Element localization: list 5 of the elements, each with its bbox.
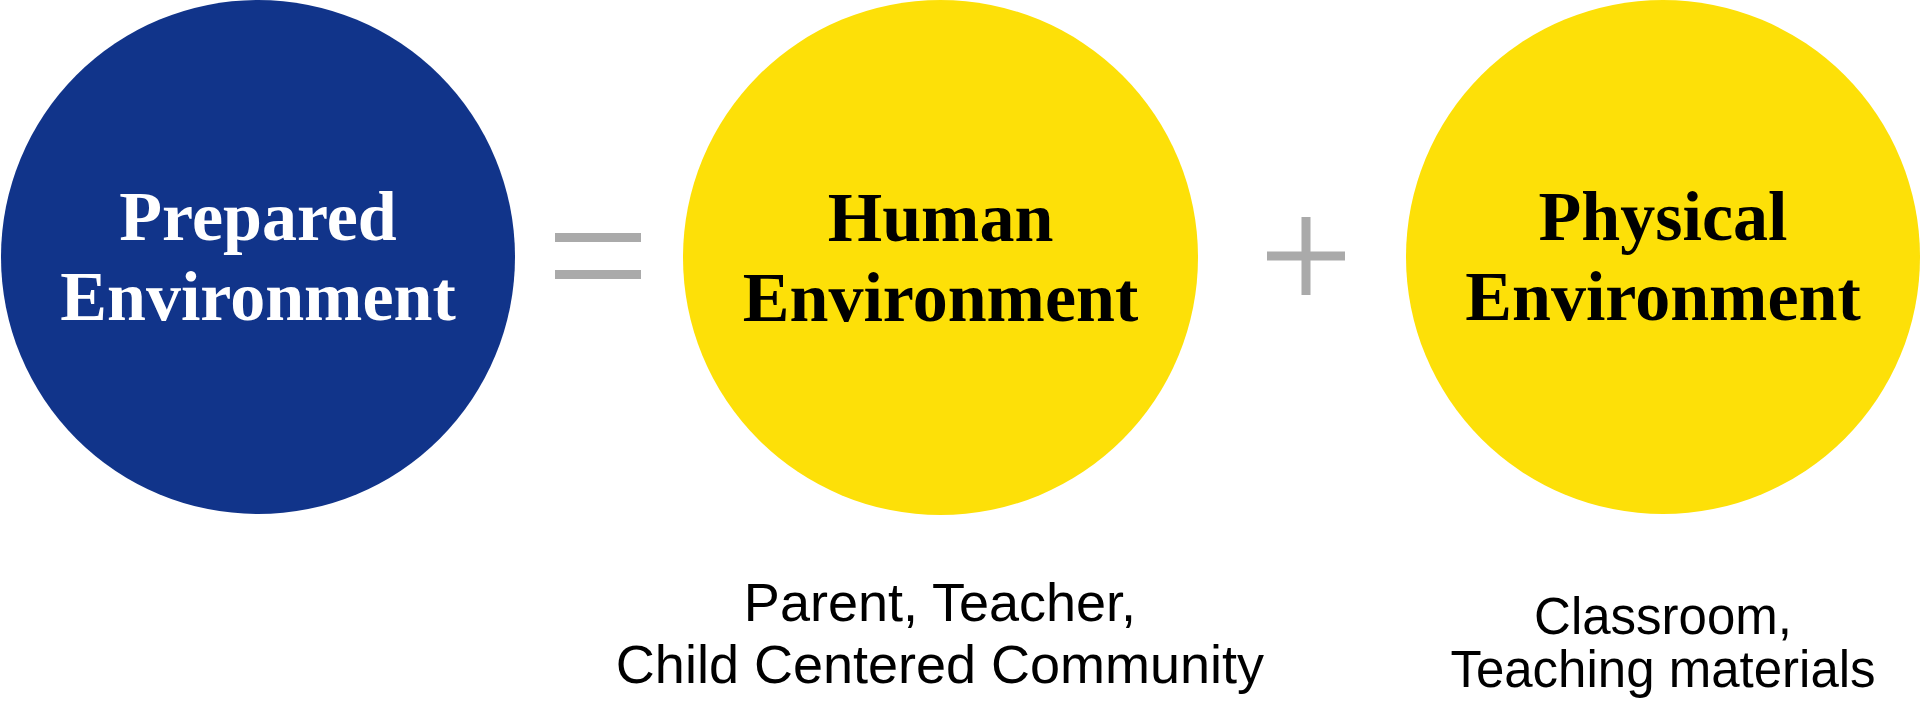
circle-heading: Prepared Environment	[59, 177, 457, 337]
caption-text: Parent, Teacher, Child Centered Community	[614, 571, 1266, 695]
caption-text: Classroom, Teaching materials	[1449, 590, 1877, 696]
circle-heading: Human Environment	[741, 177, 1140, 338]
circle-heading: Physical Environment	[1464, 177, 1862, 337]
